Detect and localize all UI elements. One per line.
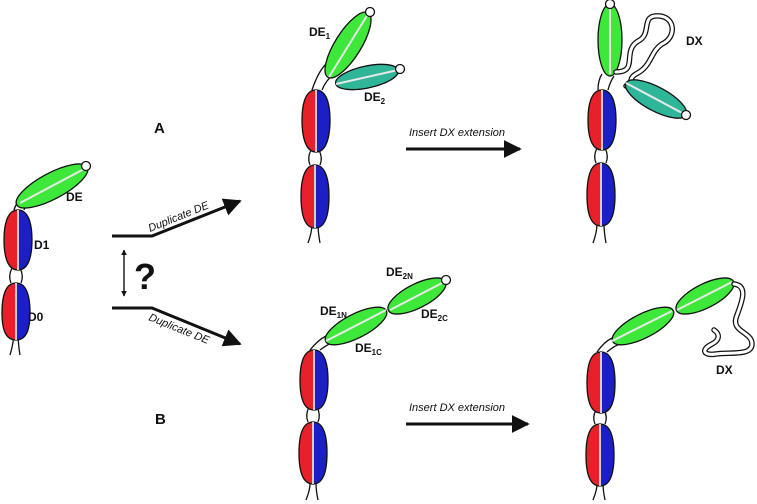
domain-de1-b-final <box>611 306 675 346</box>
domain-de2-a-final <box>624 79 692 121</box>
molecule-a-final: DX <box>586 0 703 244</box>
label-de2-a: DE2 <box>364 90 386 106</box>
label-d1: D1 <box>34 238 50 252</box>
molecule-b-final: DX <box>585 277 755 501</box>
domain-de <box>15 160 92 209</box>
ancestral-molecule: DE D1 D0 <box>1 160 92 356</box>
label-de: DE <box>66 190 83 204</box>
domain-d0-b <box>298 421 328 485</box>
label-de1c: DE1C <box>355 341 382 357</box>
label-de1n: DE1N <box>320 304 347 320</box>
molecule-b-duplicated: DE1N DE2N DE1C DE2C <box>298 265 452 501</box>
domain-de2-b-final <box>675 277 735 315</box>
domain-de2-a <box>334 63 406 91</box>
label-de2c: DE2C <box>421 307 448 323</box>
label-de1-a: DE1 <box>309 25 331 41</box>
label-dx-top: DX <box>686 34 703 48</box>
label-path-a: A <box>154 120 165 137</box>
domain-d1-a-final <box>587 89 617 151</box>
domain-d0-a <box>300 164 330 229</box>
text-insert-top: Insert DX extension <box>409 127 505 139</box>
label-d0: D0 <box>28 310 44 324</box>
label-dx-bottom: DX <box>716 363 733 377</box>
text-insert-bottom: Insert DX extension <box>409 402 505 414</box>
molecule-a-duplicated: DE1 DE2 <box>300 6 406 244</box>
arrow-duplicate-bottom <box>112 306 242 347</box>
domain-d1-a <box>301 89 331 153</box>
question-mark: ? <box>134 256 156 297</box>
domain-d1-b <box>299 349 329 411</box>
domain-de1-a-final <box>597 0 623 77</box>
label-de2n: DE2N <box>386 265 413 281</box>
domain-de1-a <box>324 6 376 79</box>
arrow-duplicate-top <box>112 198 242 238</box>
domain-de2-b <box>387 274 452 315</box>
domain-de1-b <box>324 306 388 346</box>
domain-d0 <box>1 282 31 341</box>
domain-d0-a-final <box>586 162 616 227</box>
domain-d1 <box>3 209 33 271</box>
branch-arrows: Duplicate DE Duplicate DE ? <box>112 198 242 347</box>
domain-d1-b-final <box>586 351 616 414</box>
dx-extension-top <box>613 13 675 89</box>
domain-d0-b-final <box>585 423 615 487</box>
label-path-b: B <box>155 411 166 428</box>
